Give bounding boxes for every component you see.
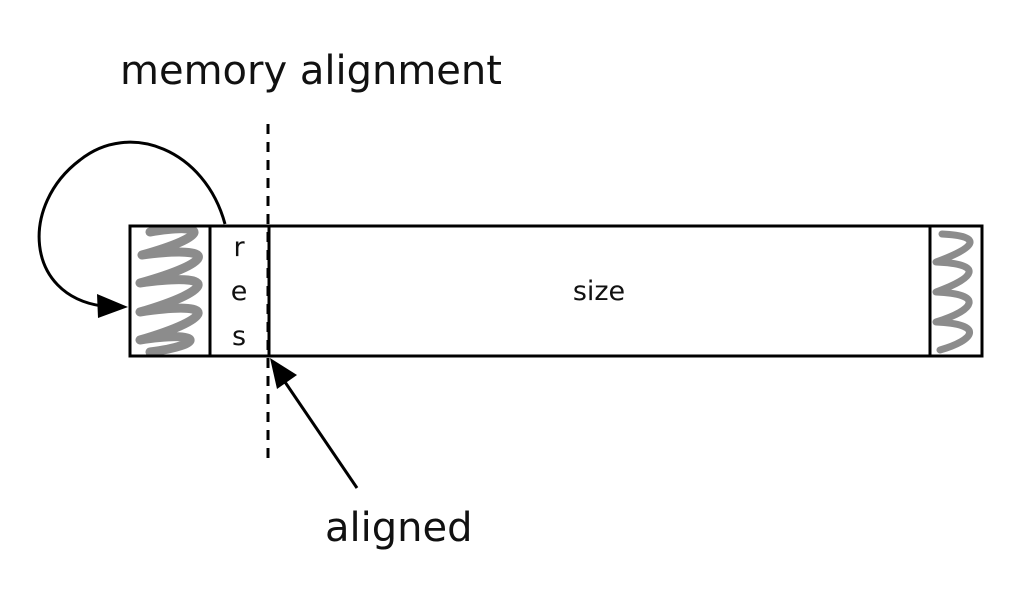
back-pointer-curve: [37, 140, 227, 308]
left-padding-region: [135, 226, 203, 356]
aligned-pointer-arrowhead: [270, 358, 297, 389]
reserved-letter-r: r: [233, 232, 245, 263]
reserved-letter-e: e: [231, 276, 248, 307]
aligned-label: aligned: [325, 505, 472, 551]
diagram-title: memory alignment: [120, 48, 502, 94]
memory-block-outline: [128, 224, 984, 358]
back-pointer-arrowhead: [97, 294, 128, 318]
left-padding-hatch: [135, 226, 203, 356]
size-label: size: [573, 276, 625, 307]
reserved-letter-s: s: [232, 321, 246, 352]
right-padding-hatch: [932, 230, 974, 354]
right-padding-region: [932, 230, 974, 354]
aligned-pointer-line: [283, 381, 359, 489]
